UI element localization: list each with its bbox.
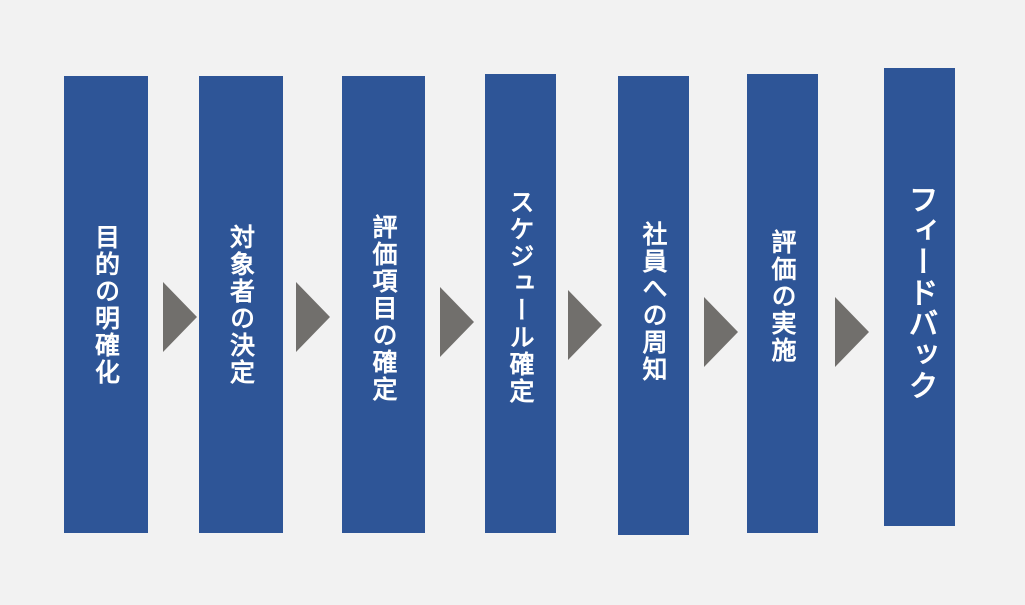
step-4-box: スケジュール確定 [485,74,556,533]
arrow-right-icon [440,287,474,357]
arrow-right-icon [296,282,330,352]
step-2-label: 対象者の決定 [226,223,256,386]
step-6-box: 評価の実施 [747,74,818,533]
arrow-right-icon [835,297,869,367]
step-4-label: スケジュール確定 [506,188,535,405]
arrow-right-icon [163,282,197,352]
step-3-box: 評価項目の確定 [342,76,425,533]
arrow-right-icon [568,290,602,360]
step-5-box: 社員への周知 [618,76,689,535]
step-1-box: 目的の明確化 [64,76,148,533]
step-3-label: 評価項目の確定 [369,214,398,403]
step-7-box: フィードバック [884,68,955,526]
step-2-box: 対象者の決定 [199,76,283,533]
step-1-label: 目的の明確化 [91,223,121,386]
step-5-label: 社員への周知 [639,220,668,383]
step-7-label: フィードバック [902,183,938,401]
arrow-right-icon [704,297,738,367]
step-6-label: 評価の実施 [768,229,797,364]
